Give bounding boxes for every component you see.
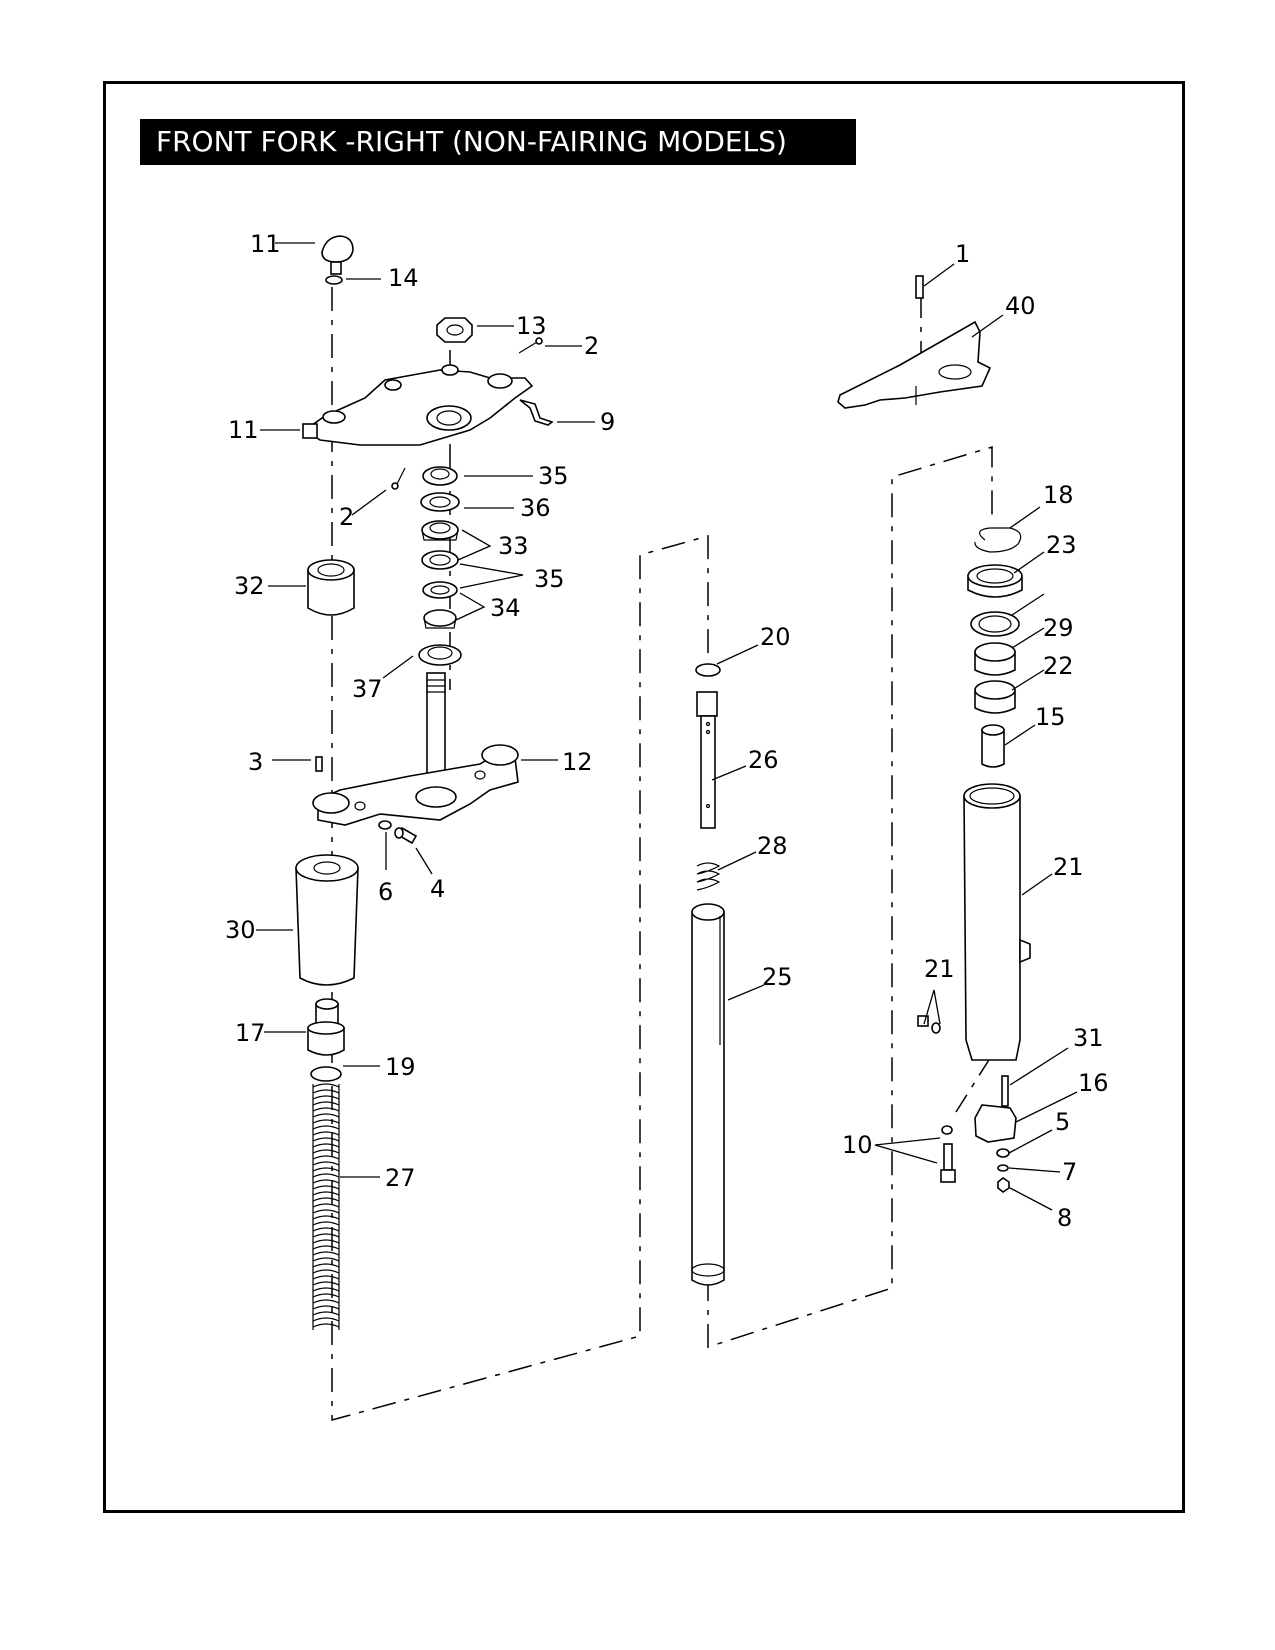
callout-13: 12 [562,748,593,776]
callout-40: 40 [1005,292,1036,320]
callout-36: 35 [534,565,565,593]
part-37-adjusting-nut [422,466,458,486]
part-34-spacer [307,559,355,616]
page-title: FRONT FORK -RIGHT (NON-FAIRING MODELS) [156,125,787,158]
assembly-dash-lines [331,287,993,1421]
callout-38: 36 [520,494,551,522]
callout-20: 19 [385,1053,416,1081]
part-30-rebound-spring [696,862,721,891]
callout-14: 13 [516,312,547,340]
part-4-bolt [394,826,418,845]
part-5-washer [996,1148,1010,1158]
part-22-retaining-ring [695,663,721,677]
part-6-washer [378,820,392,830]
part-38-washer [420,492,460,512]
callout-39: 37 [352,675,383,703]
part-14-nut [436,317,473,343]
callout-4: 4 [430,875,445,903]
part-11-cap [321,235,354,275]
callout-9: 9 [600,408,615,436]
part-1-pin [915,275,924,299]
part-26-seal [967,564,1023,598]
part-35-bearing-lower [423,609,457,629]
part-7-lockwasher [997,1164,1009,1172]
callout-23: 21 [1053,853,1084,881]
part-25-bushing-upper [974,642,1016,676]
part-2-screw-lower [391,467,406,490]
callout-12: 11 [228,416,259,444]
part-2-screw-upper [518,337,543,354]
part-23-slider [963,783,1031,1061]
title-bar: FRONT FORK -RIGHT (NON-FAIRING MODELS) [140,119,856,165]
part-40-fender-bracket [837,320,992,409]
callout-6: 6 [378,878,393,906]
callout-17: 16 [1078,1069,1109,1097]
callout-29: 27 [385,1164,416,1192]
spring-coils [312,1083,340,1328]
callout-21: 21 [924,955,955,983]
callout-10: 10 [842,1131,873,1159]
callout-22: 20 [760,623,791,651]
part-39-seal [418,644,462,666]
callout-16: 15 [1035,703,1066,731]
callout-3: 3 [248,748,263,776]
callout-19: 18 [1043,481,1074,509]
part-16-oil-lock [981,724,1005,768]
part-33-axle-stud [1001,1075,1009,1107]
part-10-bolt [940,1143,956,1183]
diagram-frame [103,81,1185,1513]
part-3-screw [315,756,323,772]
callout-30: 28 [757,832,788,860]
part-29-fork-spring [312,1083,340,1330]
part-17-axle-clamp [974,1104,1017,1143]
callout-numbers: 11 14 13 2 9 11 2 35 36 33 35 34 32 37 3… [225,230,1109,1232]
callout-5: 5 [1055,1108,1070,1136]
callout-37: 35 [538,462,569,490]
callout-18: 17 [235,1019,266,1047]
part-35-bearing-upper [421,520,459,541]
part-12-upper-bracket [302,364,534,446]
part-31-washer [970,611,1020,637]
callout-32: 30 [225,916,256,944]
callout-7: 7 [1062,1158,1077,1186]
part-21-drain-screw [917,1015,941,1034]
part-15-oring [325,275,343,285]
part-27-fork-slider-tube [691,903,725,1286]
callout-27: 25 [762,963,793,991]
callout-11: 11 [250,230,281,258]
part-25-bushing-lower [974,680,1016,714]
part-20-oring [310,1066,342,1082]
part-36-cup-lower [422,581,458,599]
callout-2-upper: 2 [584,332,599,360]
part-32-fork-tube-cover [295,854,359,986]
callout-26: 23 [1046,531,1077,559]
callout-28: 26 [748,746,779,774]
part-8-nut [997,1177,1010,1193]
leader-lines [256,242,1078,1211]
callout-1: 1 [955,240,970,268]
callout-34: 32 [234,572,265,600]
callout-35-lower: 34 [490,594,521,622]
callout-31: 29 [1043,614,1074,642]
part-36-cup-upper [421,550,459,570]
part-10-oring [941,1125,953,1135]
callout-35-upper: 33 [498,532,529,560]
part-13-lower-bracket [312,672,519,826]
callout-15: 14 [388,264,419,292]
callout-25: 22 [1043,652,1074,680]
part-18-plug [307,998,345,1056]
part-9-clip [519,399,554,426]
callout-8: 8 [1057,1204,1072,1232]
part-28-damper-tube [696,691,718,829]
callout-33: 31 [1073,1024,1104,1052]
part-19-retaining-ring [974,527,1022,553]
callout-2-lower: 2 [339,503,354,531]
